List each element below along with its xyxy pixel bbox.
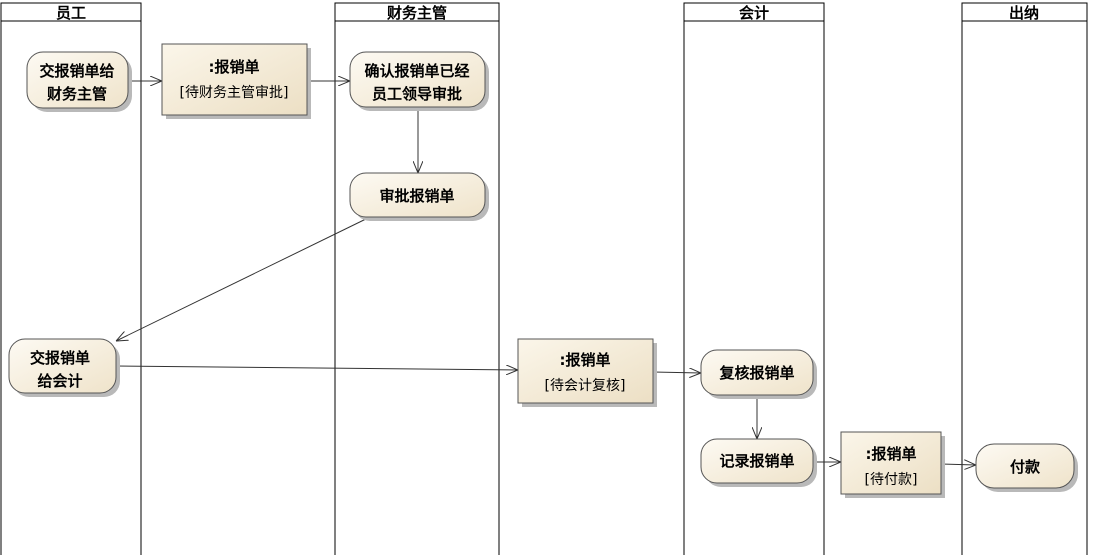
action-label-line: 交报销单 xyxy=(30,349,90,367)
object-claim-pending-review: :报销单 [待会计复核] xyxy=(517,338,657,407)
action-label-line: 付款 xyxy=(1010,458,1041,476)
action-approve-claim: 审批报销单 xyxy=(349,172,489,221)
action-submit-to-manager: 交报销单给 财务主管 xyxy=(26,51,132,112)
lane-title-employee: 员工 xyxy=(56,4,86,22)
action-review-claim: 复核报销单 xyxy=(700,349,817,399)
action-label-line: 员工领导审批 xyxy=(372,85,462,103)
lane-title-accountant: 会计 xyxy=(739,4,769,22)
edge-approve-to-submit-accountant xyxy=(116,216,371,341)
lane-finance-manager: 财务主管 xyxy=(334,2,500,555)
object-claim-pending-manager: :报销单 [待财务主管审批] xyxy=(161,43,311,119)
action-label-line: 记录报销单 xyxy=(719,452,794,470)
lane-cashier: 出纳 xyxy=(961,2,1088,555)
object-state: [待财务主管审批] xyxy=(180,85,289,101)
action-record-claim: 记录报销单 xyxy=(700,438,817,487)
action-label-line: 财务主管 xyxy=(47,85,107,103)
action-confirm-leader-approved: 确认报销单已经 员工领导审批 xyxy=(349,51,489,111)
object-claim-pending-payment: :报销单 [待付款] xyxy=(840,431,945,498)
edge-obj-payment-to-payment xyxy=(940,464,976,465)
object-name: :报销单 xyxy=(866,445,917,463)
lane-accountant: 会计 xyxy=(683,2,825,555)
action-submit-to-accountant: 交报销单 给会计 xyxy=(8,338,120,397)
object-state: [待会计复核] xyxy=(545,377,626,394)
action-label-line: 交报销单给 xyxy=(39,62,114,80)
object-name: :报销单 xyxy=(560,351,611,369)
lane-title-finance-manager: 财务主管 xyxy=(387,4,447,22)
edges xyxy=(116,81,976,465)
action-label-line: 给会计 xyxy=(37,372,82,390)
action-label-line: 审批报销单 xyxy=(379,187,454,205)
object-state: [待付款] xyxy=(865,472,918,488)
lane-title-cashier: 出纳 xyxy=(1009,4,1039,22)
action-payment: 付款 xyxy=(975,443,1078,492)
action-label-line: 确认报销单已经 xyxy=(364,62,469,80)
lane-employee: 员工 xyxy=(0,2,142,555)
object-name: :报销单 xyxy=(209,58,260,76)
edge-submit-accountant-to-obj-review xyxy=(115,366,518,370)
action-label-line: 复核报销单 xyxy=(718,364,794,382)
edge-obj-review-to-review xyxy=(652,372,701,373)
